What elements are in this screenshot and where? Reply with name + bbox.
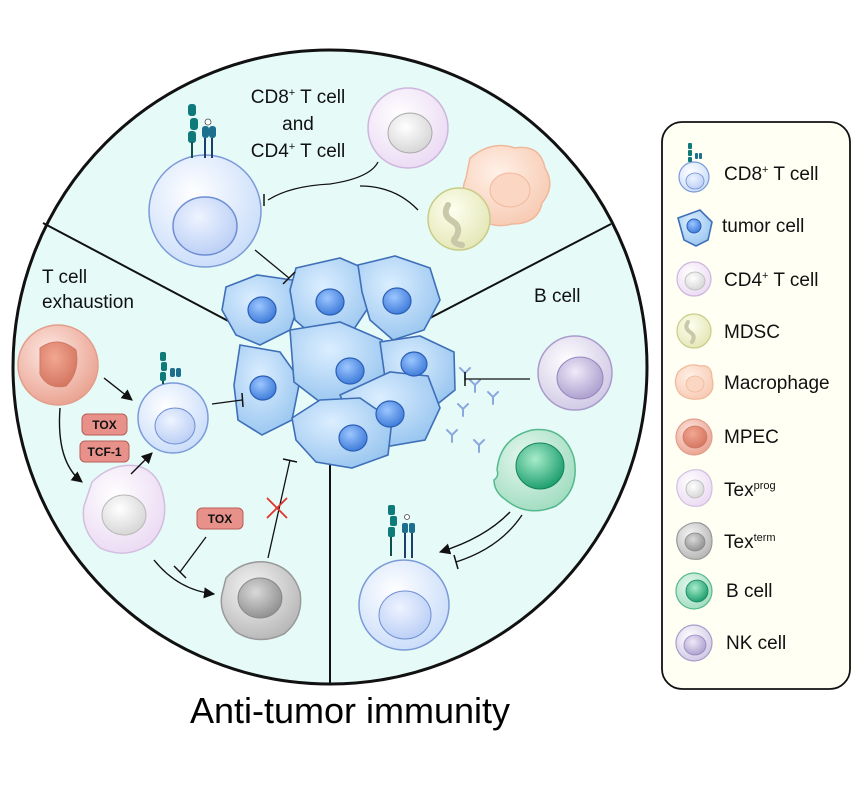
left-label-line1: T cell (42, 267, 87, 288)
inhibition-line-myeloid (359, 185, 419, 211)
tex-prog-icon (676, 469, 713, 507)
mpec-icon (675, 418, 713, 456)
tcr-receptor-icon (388, 505, 415, 558)
legend-label-cd8: CD8+ T cell (724, 164, 818, 185)
arrow-bcell-to-cd8 (438, 511, 511, 555)
legend-label-nk-cell: NK cell (726, 633, 786, 654)
legend-label-mpec: MPEC (724, 427, 779, 448)
tumor-nuclei (247, 287, 428, 452)
macrophage-icon (674, 364, 714, 400)
tcr-receptor-icon (188, 104, 216, 158)
inhibition-bar-tumor-top (282, 271, 296, 285)
top-label-line2: and (282, 114, 314, 135)
cd8-t-cell-icon (678, 143, 710, 193)
tcf1-badge: TCF-1 (79, 440, 130, 463)
divider-right (429, 223, 612, 319)
inhibition-bar-tox (173, 565, 187, 579)
cd8-t-cell-top (148, 104, 262, 268)
b-cell-icon (675, 572, 713, 610)
figure-title: Anti-tumor immunity (189, 690, 511, 731)
svg-text:TOX: TOX (208, 512, 232, 526)
mdsc-top (427, 187, 491, 251)
inhibition-line-cd4 (267, 161, 379, 201)
inhibition-bar-cd8-left (241, 392, 244, 408)
arrow-texprog-to-texterm (153, 559, 216, 599)
legend-label-tex-prog: Texprog (724, 480, 776, 501)
inhibition-bar-bcell (453, 554, 459, 570)
tcr-receptor-icon (160, 352, 181, 384)
arrow-mpec-to-cd8 (103, 377, 133, 401)
tumor-cell-icon (677, 209, 713, 247)
b-cell-right (493, 428, 576, 512)
cd4-t-cell-icon (676, 261, 712, 297)
arrow-texprog-to-cd8 (130, 452, 153, 475)
tox-badge-2: TOX (196, 507, 244, 530)
tex-prog-left (82, 464, 166, 554)
svg-text:TOX: TOX (92, 418, 116, 432)
tumor-mass (221, 255, 456, 469)
inhibition-line-bcell (455, 514, 523, 563)
legend-label-mdsc: MDSC (724, 322, 780, 343)
inhibition-bar-texterm (282, 458, 298, 463)
legend-label-b-cell: B cell (726, 581, 772, 602)
mdsc-icon (676, 313, 712, 349)
inhibition-line-cd8-left (211, 399, 243, 405)
legend-label-cd4: CD4+ T cell (724, 270, 818, 291)
svg-text:TCF-1: TCF-1 (88, 445, 122, 459)
top-label-line3: CD4+ T cell (251, 141, 345, 162)
tex-term-icon (676, 522, 713, 560)
cd4-t-cell-top (367, 87, 449, 169)
inhibition-line-tox (179, 536, 207, 573)
legend-label-tumor: tumor cell (722, 216, 804, 237)
tox-badge-1: TOX (81, 413, 128, 436)
legend-label-macrophage: Macrophage (724, 373, 830, 394)
nk-cell-icon (675, 624, 713, 662)
inhibition-line-tumor-top (254, 249, 290, 279)
cd8-t-cell-left (137, 352, 209, 454)
left-label-line2: exhaustion (42, 292, 134, 313)
right-label: B cell (534, 286, 580, 307)
legend-label-tex-term: Texterm (724, 532, 776, 553)
arrow-mpec-to-texprog (58, 407, 83, 483)
cd8-t-cell-right (358, 505, 450, 651)
nk-cell-right (537, 335, 613, 411)
mpec-cell (17, 324, 99, 406)
blocked-cross-icon (266, 497, 288, 519)
top-label-line1: CD8+ T cell (251, 87, 345, 108)
tex-term-left (220, 561, 302, 641)
divider-left (42, 222, 233, 324)
